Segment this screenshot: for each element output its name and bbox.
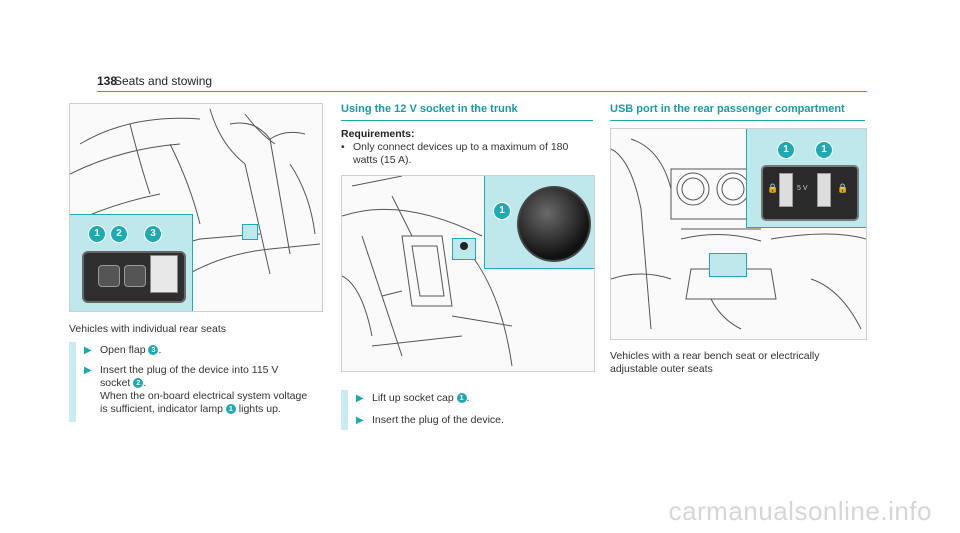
rear-seat-socket-figure: 1 2 3 — [69, 103, 323, 312]
arrow-step-icon: ▶ — [84, 345, 92, 356]
inline-badge: 1 — [456, 393, 467, 403]
figure-badge: 1 — [88, 225, 106, 243]
step-item: ▶ Lift up socket cap 1. — [356, 392, 596, 405]
rear-console-illustration — [611, 138, 866, 330]
socket-outlet — [124, 265, 146, 287]
page-number: 138 — [97, 74, 118, 88]
figure-badge: 1 — [815, 141, 833, 159]
arrow-step-icon: ▶ — [356, 415, 364, 426]
arrow-step-icon: ▶ — [84, 365, 92, 376]
usb-port — [779, 173, 793, 207]
page-header-title: Seats and stowing — [114, 74, 213, 88]
socket-outlet — [98, 265, 120, 287]
steps-bar — [341, 390, 348, 430]
socket-location-marker — [242, 224, 258, 240]
socket-cap-marker — [460, 242, 468, 250]
socket-cap — [517, 186, 591, 262]
figure-badge: 2 — [110, 225, 128, 243]
usb-voltage-label: 5 V — [797, 185, 808, 192]
middle-steps: ▶ Lift up socket cap 1. ▶ Insert the plu… — [356, 392, 596, 427]
requirement-item: •Only connect devices up to a maximum of… — [341, 141, 569, 166]
step-text: Open flap 3. — [100, 344, 162, 356]
inline-badge: 1 — [225, 404, 236, 414]
trunk-socket-inset: 1 — [484, 176, 594, 269]
lock-icon: 🔒 — [837, 183, 849, 193]
socket-flap — [150, 255, 178, 293]
usb-section-title: USB port in the rear passenger compartme… — [610, 103, 845, 115]
inline-badge: 3 — [148, 345, 159, 355]
usb-port — [817, 173, 831, 207]
steps-bar — [69, 342, 76, 422]
section-rule — [341, 120, 593, 121]
socket-inset: 1 2 3 — [70, 214, 193, 311]
right-figure-caption: Vehicles with a rear bench seat or elect… — [610, 350, 820, 375]
requirements-title: Requirements: — [341, 128, 415, 140]
usb-location-marker — [709, 253, 747, 277]
usb-port-figure: 🔒 🔒 5 V 1 1 — [610, 128, 867, 340]
step-item: ▶ Insert the plug of the device into 115… — [84, 364, 324, 416]
inline-badge: 2 — [133, 378, 144, 388]
figure-badge: 3 — [144, 225, 162, 243]
step-item: ▶ Open flap 3. — [84, 344, 324, 357]
lock-icon: 🔒 — [767, 183, 779, 193]
section-rule — [610, 120, 865, 121]
step-item: ▶ Insert the plug of the device. — [356, 414, 596, 427]
usb-inset: 🔒 🔒 5 V 1 1 — [746, 129, 866, 228]
trunk-illustration — [342, 176, 513, 367]
usb-panel — [761, 165, 859, 221]
header-rule — [97, 91, 867, 92]
left-figure-caption: Vehicles with individual rear seats — [69, 323, 226, 335]
figure-badge: 1 — [493, 202, 511, 220]
step-text: Insert the plug of the device. — [372, 414, 504, 426]
figure-badge: 1 — [777, 141, 795, 159]
step-text: Insert the plug of the device into 115 V… — [100, 364, 308, 415]
step-text: Lift up socket cap 1. — [372, 392, 470, 404]
trunk-socket-section-title: Using the 12 V socket in the trunk — [341, 103, 518, 115]
watermark: carmanualsonline.info — [668, 496, 932, 526]
left-steps: ▶ Open flap 3. ▶ Insert the plug of the … — [84, 344, 324, 416]
arrow-step-icon: ▶ — [356, 393, 364, 404]
trunk-socket-figure: 1 — [341, 175, 595, 372]
